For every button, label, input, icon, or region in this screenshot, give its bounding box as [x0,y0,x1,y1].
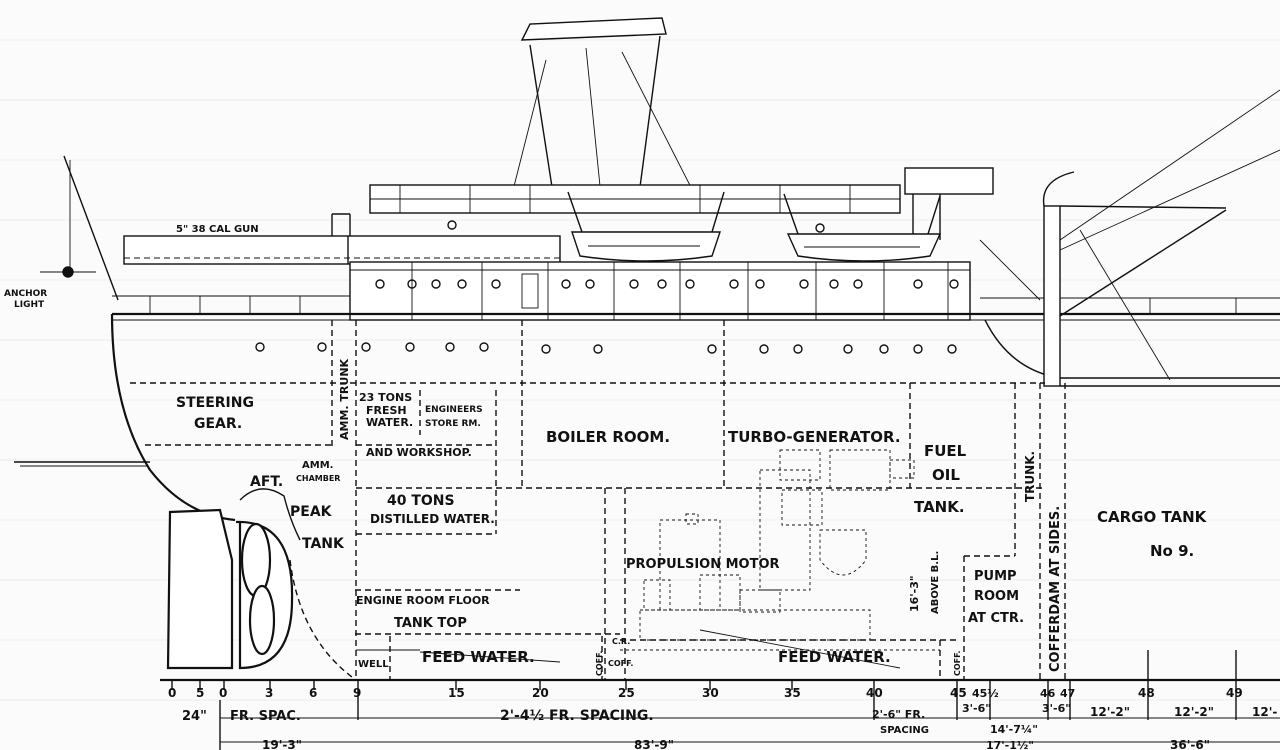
frame-numbers: 0 5 0 3 6 9 15 20 25 30 35 40 45 45½ 46 … [168,686,1243,700]
engine-room-floor-label: ENGINE ROOM FLOOR [356,594,490,607]
rudder-propeller [166,488,357,681]
frame-number: 49 [1226,686,1243,700]
spacing-label: FR. SPAC. [230,709,301,724]
spacing-label: 3'-6" [1042,702,1071,715]
pump-room-label-2: ROOM [974,589,1019,604]
boiler-room-label: BOILER ROOM. [546,428,670,446]
gun-label: 5" 38 CAL GUN [176,224,259,235]
frame-number: 30 [702,686,719,700]
aft-peak-label-1: AFT. [250,474,283,490]
spacing-label: 19'-3" [262,738,302,750]
spacing-label: 2'-4½ FR. SPACING. [500,708,654,724]
engineers-store-label-2: STORE RM. [425,419,481,429]
frame-number: 25 [618,686,635,700]
frame-number: 46 [1040,687,1056,700]
frame-number: 0 [168,686,176,700]
coff-label-3: COFF. [953,651,962,676]
frame-number: 6 [309,686,317,700]
cargo-tank-label-2: No 9. [1150,542,1194,560]
fresh-water-label-2: FRESH [366,404,407,417]
turbo-generator-label: TURBO-GENERATOR. [728,428,901,446]
fuel-oil-label-2: OIL [932,466,960,484]
aft-peak-label-2: PEAK [290,504,333,520]
fresh-water-label-3: WATER. [366,416,413,429]
frame-number: 47 [1060,687,1075,700]
frame-number: 5 [196,686,204,700]
aft-peak-label-3: TANK [302,536,345,552]
amm-trunk-label: AMM. TRUNK [338,358,351,440]
frame-number: 9 [353,686,361,700]
fuel-oil-label-3: TANK. [914,498,965,516]
above-bl-label-2: ABOVE B.L. [930,551,941,614]
cofferdam-label: COFFERDAM AT SIDES. [1048,506,1063,672]
kingpost-rigging [979,89,1280,387]
superstructure [123,167,994,321]
spacing-label: 12'-2" [1090,705,1130,719]
stern-davit [40,155,119,301]
deck-rails [112,295,1280,314]
distilled-water-label-1: 40 TONS [387,493,455,509]
frame-number: 35 [784,686,801,700]
distilled-water-label-2: DISTILLED WATER. [370,512,495,526]
amm-chamber-label-1: AMM. [302,460,333,471]
amm-chamber-label-2: CHAMBER [296,474,340,483]
spacing-label: 12'-2" [1174,705,1214,719]
frame-number: 45 [950,686,967,700]
spacing-label: 83'-9" [634,738,674,750]
frame-number: 20 [532,686,549,700]
spacing-label: 36'-6" [1170,738,1210,750]
cr-label: C.R. [612,637,630,646]
spacing-label: 2'-6" FR. [872,708,925,721]
anchor-light-label-2: LIGHT [14,300,45,310]
lifeboats [567,191,942,262]
spacing-label: 14'-7¼" [990,723,1038,736]
portholes [255,220,959,354]
frame-number: 45½ [972,687,999,700]
coff-label-1: COFF. [595,651,604,676]
machinery [620,449,940,651]
workshop-label: AND WORKSHOP. [366,446,472,459]
propulsion-motor-label: PROPULSION MOTOR [626,557,780,572]
feed-water-label-2: FEED WATER. [778,648,891,666]
funnel [507,17,701,211]
tank-top-label: TANK TOP [394,616,467,631]
fuel-oil-label-1: FUEL [924,442,967,460]
engineers-store-label-1: ENGINEERS [425,405,483,415]
feed-water-label-1: FEED WATER. [422,648,535,666]
coff-label-2: COFF. [608,659,633,668]
above-bl-label-1: 16'-3" [908,575,921,612]
fresh-water-label-1: 23 TONS [359,391,412,404]
frame-number: 40 [866,686,883,700]
pump-room-label-3: AT CTR. [968,611,1024,626]
steering-gear-label-1: STEERING [176,395,254,411]
compartments [130,320,1066,680]
spacing-label: 12'- [1252,705,1277,719]
pump-room-label-1: PUMP [974,569,1017,584]
frame-ticks [171,650,1280,750]
frame-number: 3 [265,686,273,700]
frame-number: 15 [448,686,465,700]
frame-number: 48 [1138,686,1155,700]
floor-hatching [356,629,901,669]
spacing-label: SPACING [880,725,929,736]
frame-number: 0 [219,686,227,700]
spacing-label: 3'-6" [962,702,991,715]
spacing-dimensions: 24" FR. SPAC. 2'-4½ FR. SPACING. 2'-6" F… [182,702,1277,750]
well-label: WELL [358,659,389,670]
trunk-label: TRUNK. [1023,451,1037,502]
spacing-label: 24" [182,709,207,724]
anchor-light-label-1: ANCHOR [4,289,47,299]
steering-gear-label-2: GEAR. [194,416,242,432]
cargo-tank-label-1: CARGO TANK [1097,508,1208,526]
spacing-label: 17'-1½" [986,739,1034,750]
